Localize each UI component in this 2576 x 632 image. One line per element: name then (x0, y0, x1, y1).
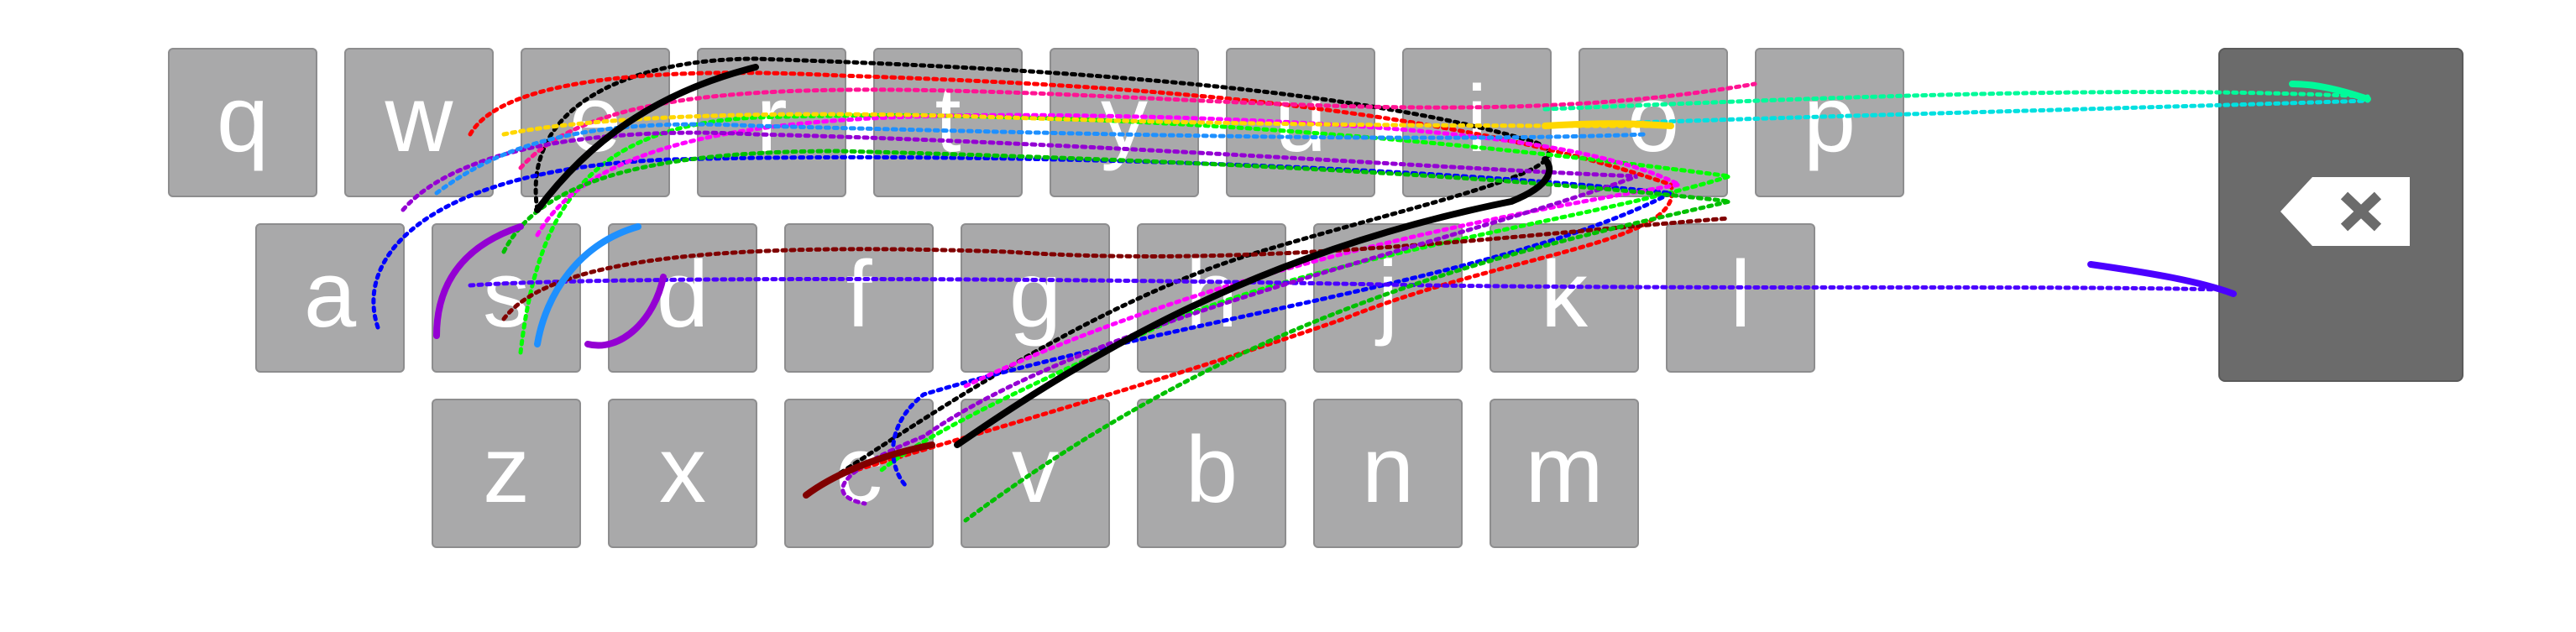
key-label: d (656, 242, 709, 347)
key-label: f (846, 242, 872, 347)
key-label: b (1185, 417, 1238, 522)
key-s[interactable]: s (432, 223, 581, 373)
key-label: c (835, 417, 882, 522)
key-label: e (568, 66, 622, 171)
key-label: z (483, 417, 530, 522)
key-u[interactable]: u (1226, 48, 1375, 197)
key-t[interactable]: t (873, 48, 1023, 197)
key-m[interactable]: m (1490, 399, 1639, 548)
key-label: y (1101, 66, 1148, 171)
key-a[interactable]: a (255, 223, 405, 373)
key-label: g (1008, 242, 1062, 347)
key-p[interactable]: p (1755, 48, 1904, 197)
key-c[interactable]: c (784, 399, 934, 548)
key-label: t (935, 66, 961, 171)
key-b[interactable]: b (1137, 399, 1286, 548)
key-w[interactable]: w (344, 48, 494, 197)
key-n[interactable]: n (1313, 399, 1463, 548)
key-label: k (1541, 242, 1588, 347)
backspace-key[interactable] (2218, 48, 2463, 382)
key-k[interactable]: k (1490, 223, 1639, 373)
key-y[interactable]: y (1050, 48, 1199, 197)
key-label: i (1466, 66, 1488, 171)
key-i[interactable]: i (1402, 48, 1552, 197)
key-label: o (1626, 66, 1680, 171)
key-label: q (216, 66, 270, 171)
key-label: r (756, 66, 788, 171)
key-label: v (1012, 417, 1059, 522)
key-e[interactable]: e (521, 48, 670, 197)
key-label: n (1361, 417, 1415, 522)
key-label: h (1185, 242, 1238, 347)
key-x[interactable]: x (608, 399, 757, 548)
key-label: w (385, 66, 453, 171)
swipe-trace-solid (2087, 261, 2237, 297)
key-label: m (1525, 417, 1604, 522)
key-z[interactable]: z (432, 399, 581, 548)
key-d[interactable]: d (608, 223, 757, 373)
key-h[interactable]: h (1137, 223, 1286, 373)
key-label: u (1274, 66, 1327, 171)
key-label: s (483, 242, 530, 347)
key-label: x (659, 417, 706, 522)
key-r[interactable]: r (697, 48, 846, 197)
key-f[interactable]: f (784, 223, 934, 373)
key-l[interactable]: l (1666, 223, 1815, 373)
backspace-icon (2280, 177, 2410, 246)
key-v[interactable]: v (961, 399, 1110, 548)
key-label: l (1730, 242, 1751, 347)
key-label: a (303, 242, 357, 347)
key-q[interactable]: q (168, 48, 317, 197)
key-o[interactable]: o (1579, 48, 1728, 197)
key-j[interactable]: j (1313, 223, 1463, 373)
key-g[interactable]: g (961, 223, 1110, 373)
key-label: p (1803, 66, 1856, 171)
key-label: j (1377, 242, 1399, 347)
